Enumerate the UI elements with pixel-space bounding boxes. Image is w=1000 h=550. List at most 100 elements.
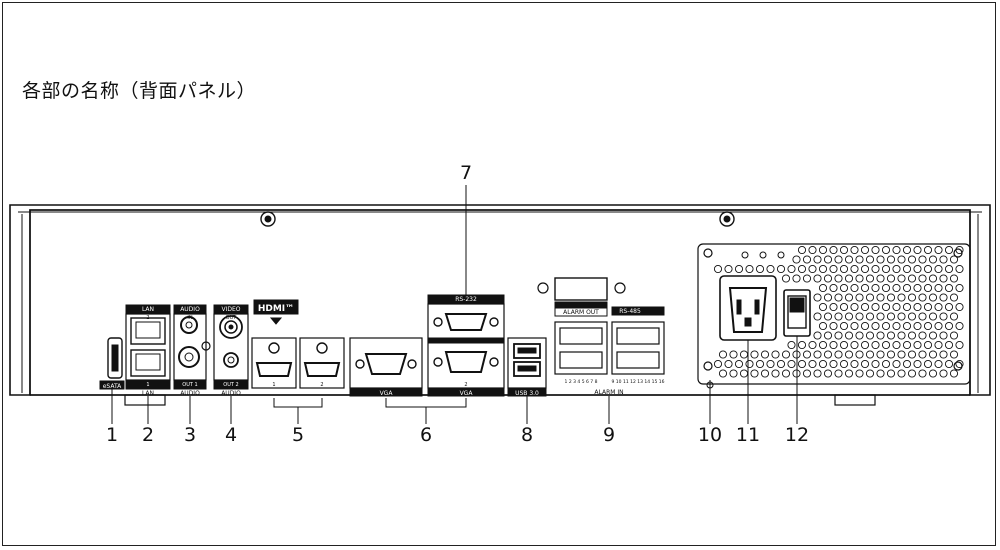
vent-hole [865, 350, 875, 359]
vent-hole [881, 302, 891, 312]
vent-hole [923, 302, 933, 312]
vent-hole [829, 340, 838, 350]
vent-hole [823, 331, 833, 340]
vent-hole [902, 340, 912, 350]
vent-hole [876, 312, 885, 321]
vent-hole [860, 321, 870, 331]
vent-hole [776, 264, 786, 274]
vent-hole [860, 264, 870, 274]
vga-port-1: VGA [349, 337, 423, 397]
vent-hole [860, 245, 870, 255]
lan-2-label: 2 [146, 315, 149, 321]
vent-hole [829, 302, 838, 312]
vent-hole [755, 264, 765, 274]
vent-hole [913, 340, 922, 350]
callout-11: 11 [735, 424, 761, 446]
callout-3: 3 [183, 424, 197, 446]
vent-hole [865, 255, 875, 264]
vent-hole [913, 359, 922, 369]
vent-hole [897, 331, 906, 340]
vent-hole [881, 340, 891, 350]
vent-hole [871, 302, 880, 312]
vent-hole [949, 274, 959, 283]
vent-hole [892, 283, 901, 293]
vent-hole [797, 359, 807, 369]
vent-hole [897, 312, 906, 321]
vent-hole [949, 331, 959, 340]
vent-hole [902, 283, 912, 293]
vent-hole [923, 359, 933, 369]
vent-hole [808, 340, 817, 350]
vent-hole [913, 302, 922, 312]
vent-hole [955, 264, 964, 274]
vent-hole [781, 369, 791, 378]
vent-hole [949, 293, 959, 302]
vent-hole [750, 350, 759, 359]
vent-hole [928, 369, 938, 378]
vent-hole [850, 321, 859, 331]
callout-6: 6 [419, 424, 433, 446]
vent-hole [902, 321, 912, 331]
vent-hole [944, 245, 954, 255]
vent-hole [729, 350, 738, 359]
vent-hole [823, 255, 833, 264]
vent-hole [750, 369, 759, 378]
vent-hole [766, 264, 775, 274]
vent-hole [918, 331, 927, 340]
vent-hole [813, 274, 822, 283]
vent-hole [855, 331, 864, 340]
alarm-in-nums-a: 1 2 3 4 5 6 7 8 [565, 379, 598, 385]
vent-hole [839, 245, 849, 255]
vent-hole [939, 274, 948, 283]
vent-hole [876, 331, 885, 340]
vent-hole [897, 293, 906, 302]
vent-hole [871, 283, 880, 293]
alarm-block: ALARM OUT RS-485 1 2 3 4 5 6 7 8 9 10 11… [537, 277, 665, 396]
vent-hole [844, 350, 854, 359]
vent-hole [818, 302, 828, 312]
vent-hole [876, 293, 885, 302]
vent-hole [834, 350, 843, 359]
vent-hole [823, 274, 833, 283]
vent-hole [944, 359, 954, 369]
vent-hole [886, 293, 896, 302]
vent-hole [907, 312, 917, 321]
vent-hole [865, 274, 875, 283]
vent-hole [871, 264, 880, 274]
vent-hole [934, 245, 943, 255]
vent-hole [823, 369, 833, 378]
vent-hole [881, 321, 891, 331]
vent-hole [944, 302, 954, 312]
vent-hole [781, 350, 791, 359]
vent-hole [923, 283, 933, 293]
vent-hole [928, 255, 938, 264]
hdmi-logo: HDMI™ [258, 304, 294, 314]
vent-hole [886, 331, 896, 340]
vent-hole [855, 293, 864, 302]
vent-hole [818, 359, 828, 369]
vent-hole [955, 359, 964, 369]
vent-hole [829, 264, 838, 274]
vent-hole [781, 274, 791, 283]
vent-hole [892, 245, 901, 255]
vent-hole [949, 312, 959, 321]
vent-hole [892, 340, 901, 350]
vent-hole [834, 369, 843, 378]
vent-hole [850, 245, 859, 255]
lan-ports: LAN 2 1 LAN [125, 304, 171, 397]
vent-hole [839, 264, 849, 274]
vent-hole [850, 359, 859, 369]
vent-hole [897, 369, 906, 378]
vent-hole [897, 350, 906, 359]
rs232-vga2-ports: RS-232 2 VGA [427, 294, 505, 397]
vent-hole [771, 350, 780, 359]
audio2-bottom-label: AUDIO [221, 390, 241, 397]
callout-12: 12 [784, 424, 810, 446]
vent-hole [818, 283, 828, 293]
audio-in-label: IN [187, 315, 192, 321]
usb-ports: USB 3.0 [507, 337, 547, 397]
callout-5: 5 [291, 424, 305, 446]
vent-hole [934, 359, 943, 369]
alarm-in-nums-b: 9 10 11 12 13 14 15 16 [612, 379, 665, 385]
top-screw-right [719, 211, 735, 227]
